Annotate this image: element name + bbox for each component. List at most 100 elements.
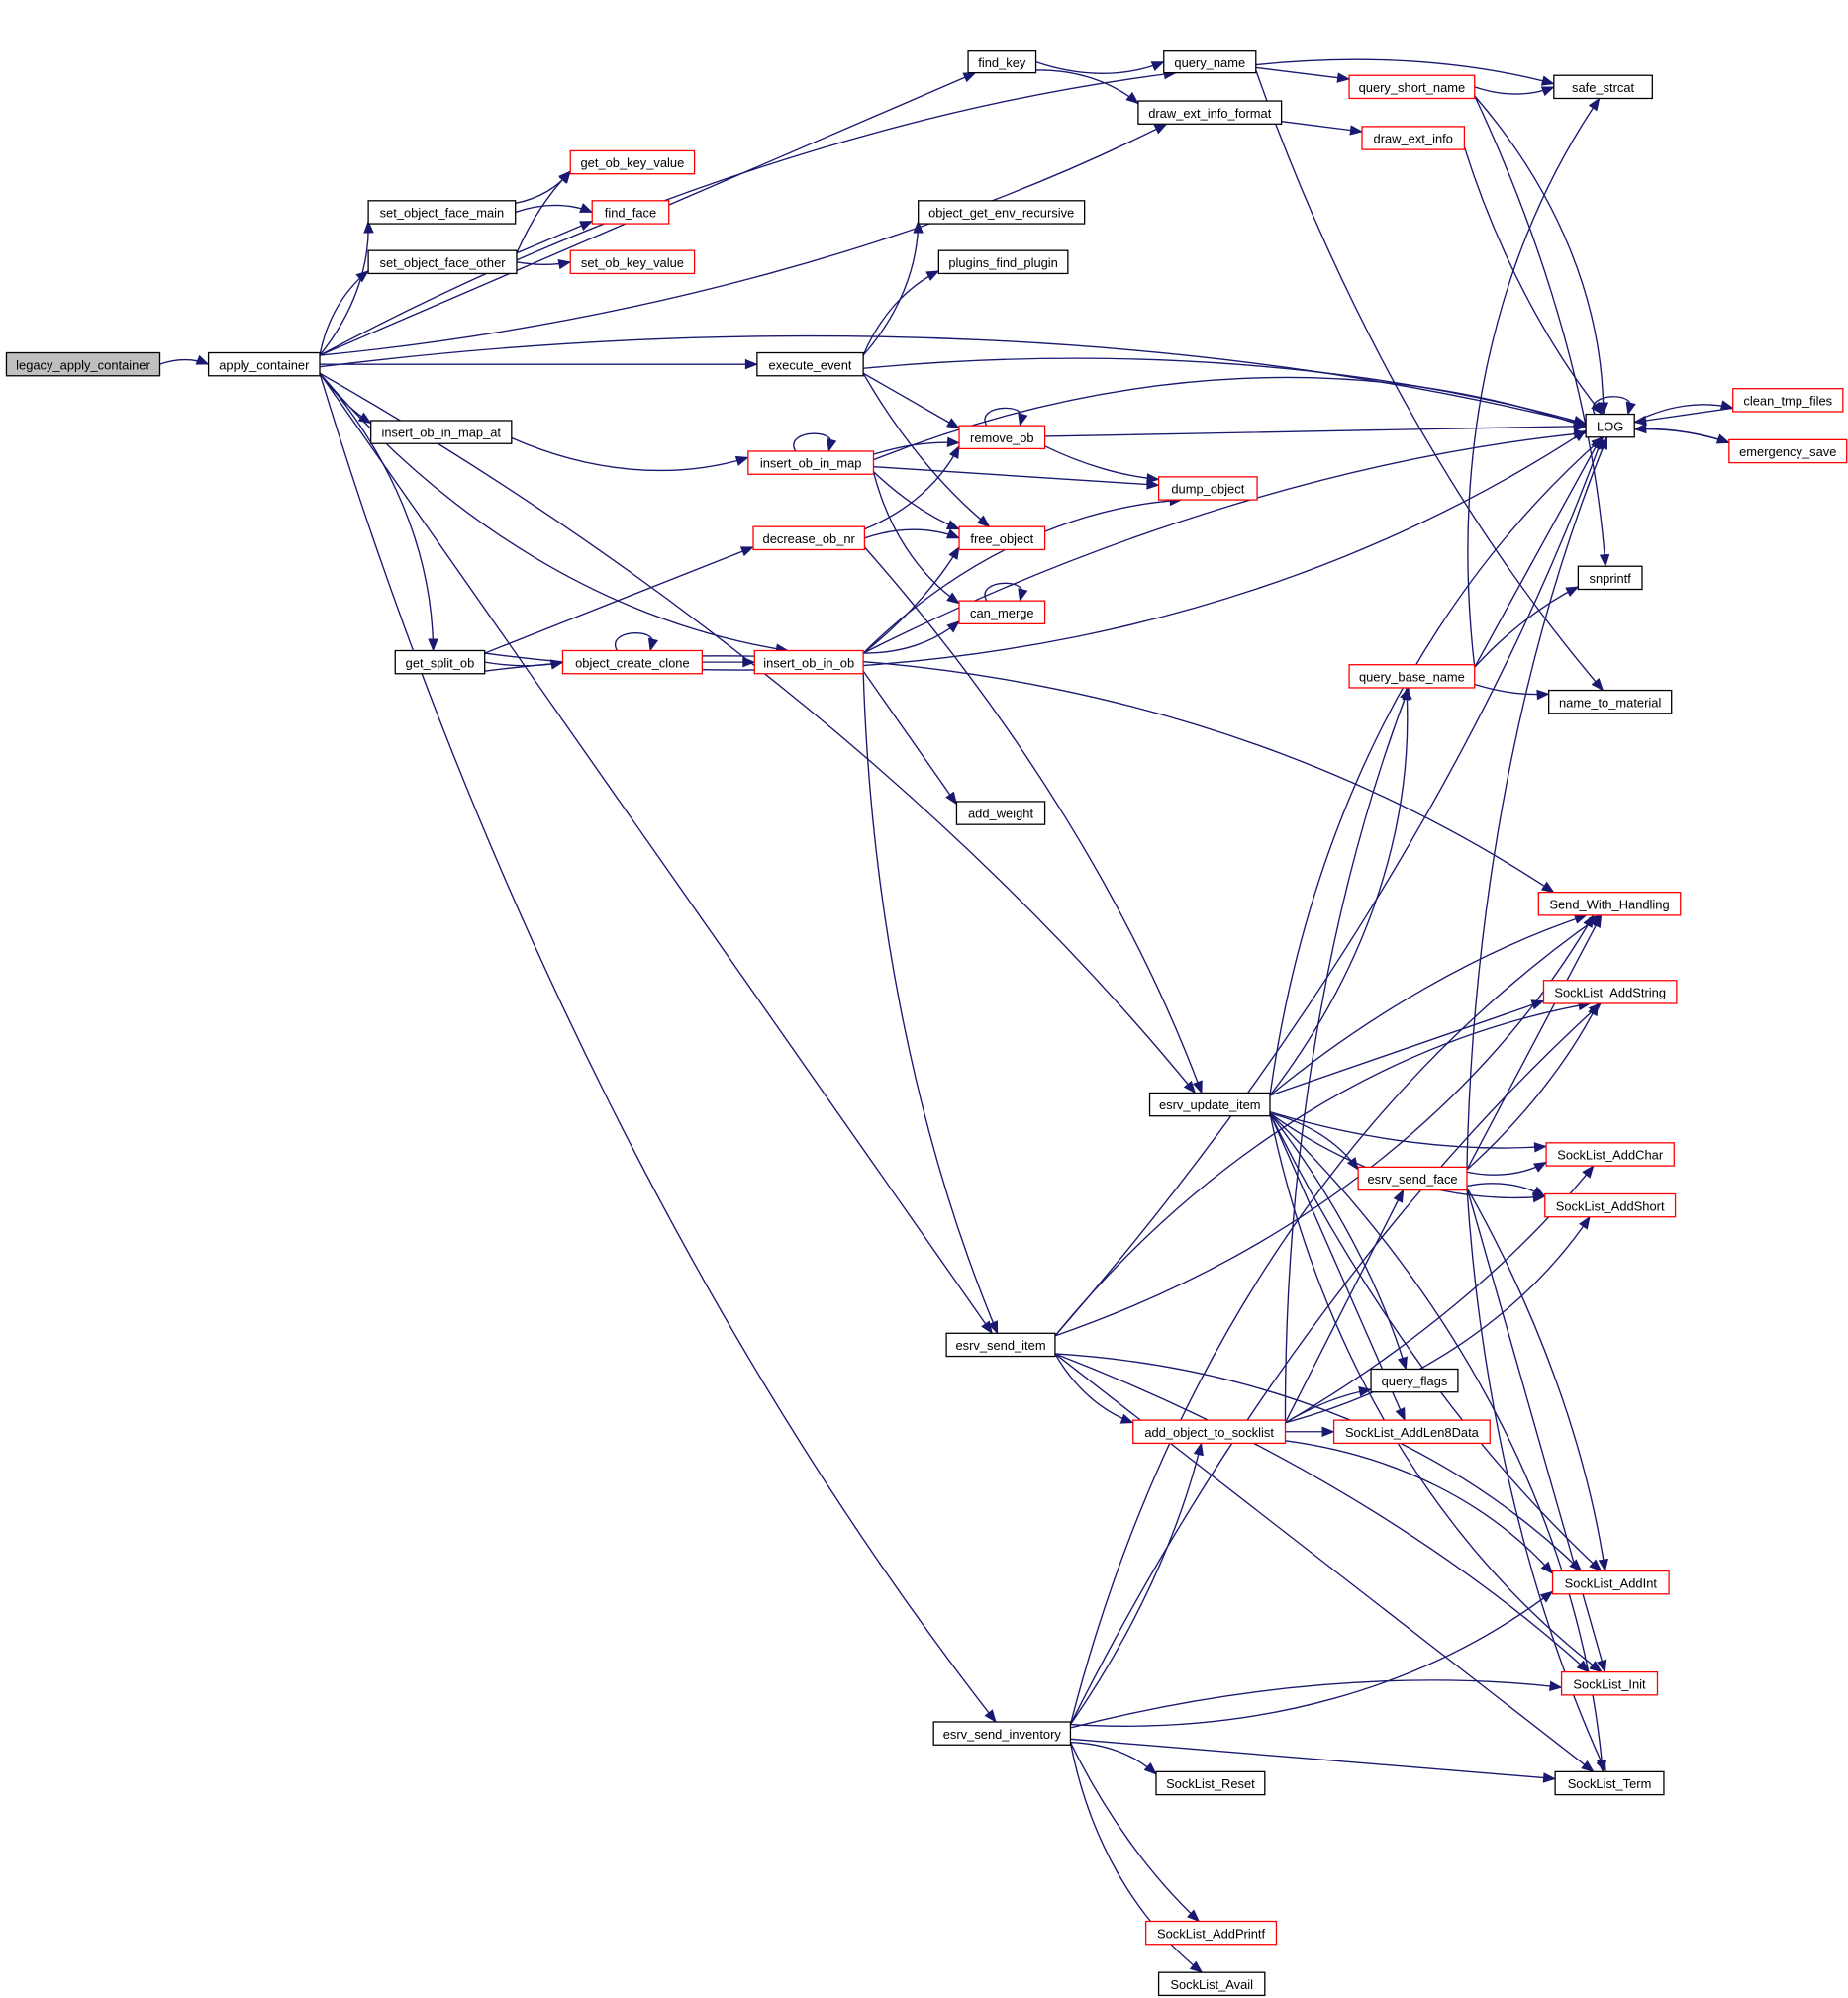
node-object-create-clone[interactable]: object_create_clone <box>561 649 703 675</box>
edge-decrease_ob_nr-to-free_object <box>864 528 960 539</box>
node-label: emergency_save <box>1739 444 1836 459</box>
edge-insert_ob_in_ob-to-free_object-arrowhead <box>948 545 960 560</box>
node-query-base-name[interactable]: query_base_name <box>1348 664 1476 689</box>
node-safe-strcat[interactable]: safe_strcat <box>1553 74 1653 100</box>
node-socklist-term[interactable]: SockList_Term <box>1554 1770 1665 1796</box>
edge-esrv_update_item-to-SockList_AddString <box>1269 999 1544 1096</box>
node-esrv-update-item[interactable]: esrv_update_item <box>1148 1092 1271 1117</box>
node-socklist-addstring[interactable]: SockList_AddString <box>1542 980 1678 1004</box>
edge-query_name-to-name_to_material <box>1255 69 1604 691</box>
node-legacy-apply-container[interactable]: legacy_apply_container <box>5 351 161 377</box>
node-draw-ext-info-format[interactable]: draw_ext_info_format <box>1137 100 1283 125</box>
node-draw-ext-info[interactable]: draw_ext_info <box>1361 126 1466 150</box>
node-add-weight[interactable]: add_weight <box>955 801 1046 825</box>
node-set-ob-key-value[interactable]: set_ob_key_value <box>569 249 696 275</box>
node-label: get_ob_key_value <box>581 155 685 170</box>
node-set-object-face-other[interactable]: set_object_face_other <box>367 249 518 275</box>
node-box <box>1357 1166 1468 1191</box>
node-label: SockList_AddPrintf <box>1157 1926 1265 1941</box>
node-socklist-addshort[interactable]: SockList_AddShort <box>1544 1192 1677 1218</box>
node-box <box>932 1721 1072 1746</box>
edge-esrv_send_item-to-SockList_Term <box>1054 1353 1595 1772</box>
node-label: get_split_ob <box>406 655 475 670</box>
node-add-object-to-socklist[interactable]: add_object_to_socklist <box>1132 1419 1287 1445</box>
edge-insert_ob_in_ob-to-add_weight <box>862 670 958 805</box>
node-socklist-addint[interactable]: SockList_AddInt <box>1551 1570 1670 1595</box>
node-socklist-addchar[interactable]: SockList_AddChar <box>1545 1142 1675 1167</box>
node-socklist-avail[interactable]: SockList_Avail <box>1157 1971 1266 1997</box>
edge-esrv_update_item-to-SockList_AddChar-arrowhead <box>1533 1142 1548 1153</box>
node-snprintf[interactable]: snprintf <box>1577 565 1643 591</box>
node-can-merge[interactable]: can_merge <box>958 600 1046 625</box>
node-label: esrv_update_item <box>1159 1097 1261 1112</box>
node-box <box>1155 1770 1266 1796</box>
edge-esrv_send_item-to-Send_With_Handling <box>1054 914 1595 1337</box>
node-find-face[interactable]: find_face <box>591 200 670 225</box>
node-query-name[interactable]: query_name <box>1163 50 1257 74</box>
node-get-ob-key-value[interactable]: get_ob_key_value <box>569 149 696 175</box>
node-plugins-find-plugin[interactable]: plugins_find_plugin <box>937 249 1069 275</box>
node-esrv-send-inventory[interactable]: esrv_send_inventory <box>932 1721 1072 1746</box>
node-label: LOG <box>1597 419 1623 433</box>
node-insert-ob-in-map-at[interactable]: insert_ob_in_map_at <box>370 420 513 444</box>
node-free-object[interactable]: free_object <box>958 525 1046 551</box>
edge-query_name-to-query_short_name-arrowhead <box>1336 72 1351 83</box>
node-find-key[interactable]: find_key <box>967 50 1037 74</box>
node-box <box>569 249 696 275</box>
edge-esrv_send_inventory-to-Send_With_Handling <box>1069 914 1602 1725</box>
node-label: object_create_clone <box>575 655 690 670</box>
node-decrease-ob-nr[interactable]: decrease_ob_nr <box>752 525 866 551</box>
node-socklist-addlen8data[interactable]: SockList_AddLen8Data <box>1332 1419 1491 1445</box>
node-remove-ob[interactable]: remove_ob <box>958 425 1046 450</box>
node-query-flags[interactable]: query_flags <box>1370 1368 1459 1393</box>
edge-esrv_send_inventory-to-SockList_AddString <box>1069 1002 1602 1725</box>
edge-add_object_to_socklist-to-SockList_AddShort-arrowhead <box>1579 1215 1591 1230</box>
node-get-split-ob[interactable]: get_split_ob <box>394 649 486 675</box>
node-label: execute_event <box>769 357 852 372</box>
node-socklist-init[interactable]: SockList_Init <box>1560 1670 1659 1696</box>
edge-insert_ob_in_ob-to-add_weight-arrowhead <box>945 791 958 806</box>
node-set-object-face-main[interactable]: set_object_face_main <box>367 200 517 225</box>
node-name-to-material[interactable]: name_to_material <box>1548 689 1673 714</box>
node-socklist-reset[interactable]: SockList_Reset <box>1155 1770 1266 1796</box>
node-box <box>1348 664 1476 689</box>
node-box <box>370 420 513 444</box>
edge-esrv_send_item-to-SockList_Init-arrowhead <box>1576 1660 1590 1673</box>
edge-esrv_send_face-to-SockList_Term-arrowhead <box>1596 1759 1606 1773</box>
node-label: plugins_find_plugin <box>948 255 1058 270</box>
edge-esrv_send_face-to-SockList_Init <box>1466 1187 1606 1672</box>
node-emergency-save[interactable]: emergency_save <box>1728 438 1848 464</box>
edge-apply_container-to-LOG <box>319 334 1587 426</box>
node-query-short-name[interactable]: query_short_name <box>1348 74 1476 100</box>
node-box <box>1545 1142 1675 1167</box>
node-object-get-env-recursive[interactable]: object_get_env_recursive <box>918 200 1086 225</box>
node-insert-ob-in-map[interactable]: insert_ob_in_map <box>747 450 875 475</box>
edge-esrv_update_item-to-SockList_AddChar <box>1269 1110 1547 1149</box>
node-label: add_object_to_socklist <box>1144 1425 1274 1440</box>
node-box <box>945 1332 1056 1358</box>
node-label: Send_With_Handling <box>1549 897 1669 911</box>
node-esrv-send-face[interactable]: esrv_send_face <box>1357 1166 1468 1191</box>
node-socklist-addprintf[interactable]: SockList_AddPrintf <box>1145 1920 1278 1946</box>
node-send-with-handling[interactable]: Send_With_Handling <box>1537 891 1682 916</box>
node-box <box>5 351 161 377</box>
node-log[interactable]: LOG <box>1585 413 1635 438</box>
node-apply-container[interactable]: apply_container <box>207 351 321 377</box>
node-box <box>1148 1092 1271 1117</box>
node-label: insert_ob_in_map_at <box>381 426 501 440</box>
edge-insert_ob_in_map-to-free_object <box>872 471 960 530</box>
node-dump-object[interactable]: dump_object <box>1157 476 1258 501</box>
node-esrv-send-item[interactable]: esrv_send_item <box>945 1332 1056 1358</box>
edge-object_create_clone-to-object_create_clone <box>614 632 654 651</box>
node-execute-event[interactable]: execute_event <box>756 351 864 377</box>
edge-query_name-to-safe_strcat-arrowhead <box>1540 75 1555 86</box>
edge-execute_event-to-object_get_env_recursive <box>862 221 920 356</box>
node-box <box>958 525 1046 551</box>
edge-get_split_ob-to-Send_With_Handling-arrowhead <box>1540 881 1555 894</box>
node-clean-tmp-files[interactable]: clean_tmp_files <box>1732 388 1844 413</box>
edge-insert_ob_in_map_at-to-insert_ob_in_map-arrowhead <box>734 455 749 466</box>
node-insert-ob-in-ob[interactable]: insert_ob_in_ob <box>753 649 864 675</box>
edge-add_object_to_socklist-to-query_flags <box>1285 1388 1372 1424</box>
edge-insert_ob_in_ob-to-can_merge <box>863 620 960 654</box>
